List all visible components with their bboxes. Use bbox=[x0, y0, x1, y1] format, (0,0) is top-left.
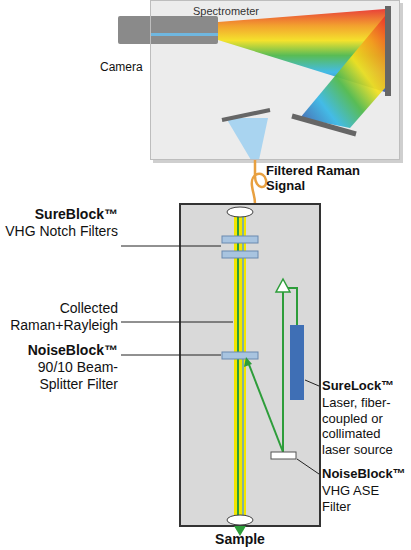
camera-label: Camera bbox=[100, 60, 150, 74]
laser-path bbox=[248, 362, 283, 452]
part-label: Laser, fiber-coupled or collimated laser… bbox=[322, 395, 408, 457]
turning-prism bbox=[276, 279, 290, 292]
leader-line bbox=[297, 459, 319, 474]
signal-label: Filtered Raman Signal bbox=[266, 164, 386, 194]
camera-sensor bbox=[150, 33, 218, 36]
laser-path bbox=[283, 288, 297, 452]
mirror bbox=[385, 6, 391, 96]
part-label: VHG ASE Filter bbox=[322, 483, 408, 514]
dispersed-spectrum bbox=[300, 16, 385, 128]
product-name: SureLock™ bbox=[322, 378, 408, 394]
product-name: SureBlock™ bbox=[4, 206, 118, 223]
laser-source bbox=[290, 325, 304, 400]
ase-filter bbox=[271, 452, 296, 459]
leader-line bbox=[121, 322, 233, 323]
sample-label: Sample bbox=[190, 531, 290, 548]
lens bbox=[227, 207, 253, 217]
lens bbox=[227, 515, 253, 525]
product-name: NoiseBlock™ bbox=[4, 342, 118, 359]
part-label: VHG Notch Filters bbox=[4, 223, 118, 240]
laser-arrow bbox=[244, 357, 252, 367]
beam-label: Collected Raman+Rayleigh bbox=[4, 300, 118, 334]
notch-filter bbox=[222, 251, 258, 258]
leader-line bbox=[121, 246, 221, 247]
camera-body bbox=[118, 16, 218, 44]
input-beam bbox=[226, 118, 268, 160]
grating bbox=[292, 116, 356, 134]
probe-housing bbox=[180, 204, 320, 526]
optical-fiber bbox=[252, 160, 266, 204]
spectrometer-box: Spectrometer bbox=[150, 0, 400, 160]
beam-splitter bbox=[222, 352, 258, 359]
mirror bbox=[222, 110, 270, 120]
box-title: Spectrometer bbox=[193, 5, 259, 18]
leader-line bbox=[305, 380, 319, 386]
part-label: 90/10 Beam-Splitter Filter bbox=[4, 359, 118, 393]
notch-filter bbox=[222, 236, 258, 243]
product-name: NoiseBlock™ bbox=[322, 466, 408, 482]
leader-line bbox=[121, 355, 221, 356]
